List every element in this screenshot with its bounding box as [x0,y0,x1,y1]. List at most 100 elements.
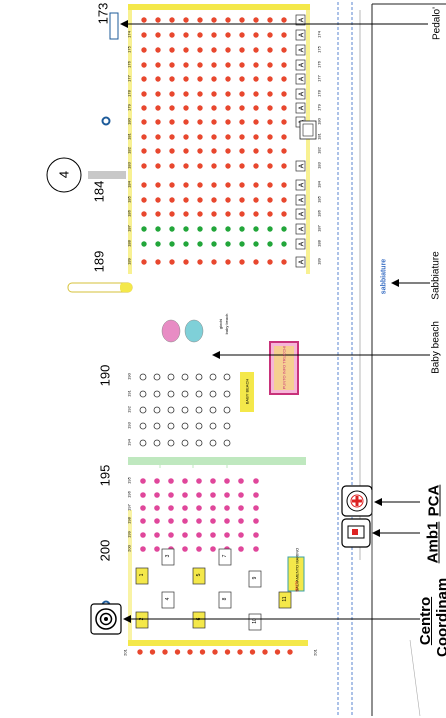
umbrella-pink [154,518,160,524]
umbrella-red [169,76,175,82]
facility-box-label: 9 [252,576,258,580]
cabin-row: AAAAAAAAAAAAAAA [295,14,306,268]
umbrella-red [183,47,189,53]
umbrella-red [183,182,189,188]
cabin-box [295,223,306,235]
umbrella-red [155,91,161,97]
umbrella-red [225,163,231,169]
play-icon-pink [161,319,181,343]
umbrella-red [267,32,273,38]
umbrella-red [169,32,175,38]
umbrella-red [141,226,147,232]
umbrella-pink [196,532,202,538]
umbrella-red [225,197,231,203]
umbrella-red [141,76,147,82]
cabin-label: A [299,259,306,264]
umbrella-pink [238,518,244,524]
umbrella-pink [224,492,230,498]
umbrella-red [239,241,245,247]
facility-box [161,591,175,609]
umbrella-pink [210,505,216,511]
facility-box-label: 2 [139,617,145,621]
umbrella-white [153,390,161,398]
umbrella-red [155,134,161,140]
umbrella-red [141,211,147,217]
row-label-bottom: 185 [316,196,322,203]
umbrella-red [141,241,147,247]
umbrella-white [223,390,231,398]
facility-box-label: 1 [139,573,145,577]
row-label-bottom: 181 [316,133,322,140]
cabin-box [295,160,306,172]
umbrella-red [267,163,273,169]
umbrella-red [183,32,189,38]
umbrella-red [197,226,203,232]
umbrella-pink [182,518,188,524]
rescue-sign [287,556,305,592]
umbrella-red [211,259,217,265]
umbrella-pink [210,546,216,552]
umbrella-red [155,62,161,68]
umbrella-red [267,105,273,111]
umbrella-red [141,47,147,53]
separator-strip [128,457,306,465]
umbrella-pink [238,492,244,498]
umbrella-red [267,62,273,68]
umbrella-red [239,47,245,53]
umbrella-pink [182,532,188,538]
umbrella-red [281,105,287,111]
umbrella-red [141,91,147,97]
row-label-bottom: 186 [316,210,322,217]
umbrella-pink [253,478,259,484]
umbrella-red [197,17,203,23]
block-frame-top [128,4,310,10]
row-label-bottom: 184 [316,181,322,188]
buoy-icon [101,116,111,126]
umbrella-pink [140,492,146,498]
umbrella-red [253,148,259,154]
umbrella-white [209,406,217,414]
kiosk-icon [299,120,317,140]
umbrella-red [155,32,161,38]
umbrella-red [183,259,189,265]
umbrella-red [225,17,231,23]
umbrella-red [211,163,217,169]
umbrella-red [239,62,245,68]
label-amb1: Amb1 [424,521,442,564]
umbrella-red [239,148,245,154]
umbrella-red [281,182,287,188]
umbrella-white [139,439,147,447]
umbrella-red [281,47,287,53]
umbrella-red [267,241,273,247]
umbrella-pink [154,505,160,511]
row-label-pink: 200 [126,545,132,552]
umbrella-pink [224,505,230,511]
umbrella-white [195,390,203,398]
umbrella-pink [253,546,259,552]
umbrella-red [211,76,217,82]
umbrella-red [141,148,147,154]
cabin-box [295,14,306,26]
facility-box-label: 8 [222,597,228,601]
row-label-bottom: 179 [316,104,322,111]
row-label-bottom: 180 [316,118,322,125]
umbrella-red [155,197,161,203]
umbrella-red [169,197,175,203]
edge-label-right: 201 [312,649,318,656]
umbrella-pink [154,492,160,498]
umbrella-red [267,119,273,125]
umbrella-red [239,134,245,140]
cabin-label: A [299,211,306,216]
row-label-bottom: 188 [316,240,322,247]
umbrella-red [211,91,217,97]
section-189: 189 [91,250,107,273]
row-label-top: 186 [126,210,132,217]
umbrella-pink [224,518,230,524]
umbrella-red [162,649,168,655]
umbrella-red [141,134,147,140]
umbrella-white [153,373,161,381]
umbrella-white [195,439,203,447]
cabin-label: A [299,241,306,246]
umbrella-red [211,32,217,38]
umbrella-white [139,373,147,381]
